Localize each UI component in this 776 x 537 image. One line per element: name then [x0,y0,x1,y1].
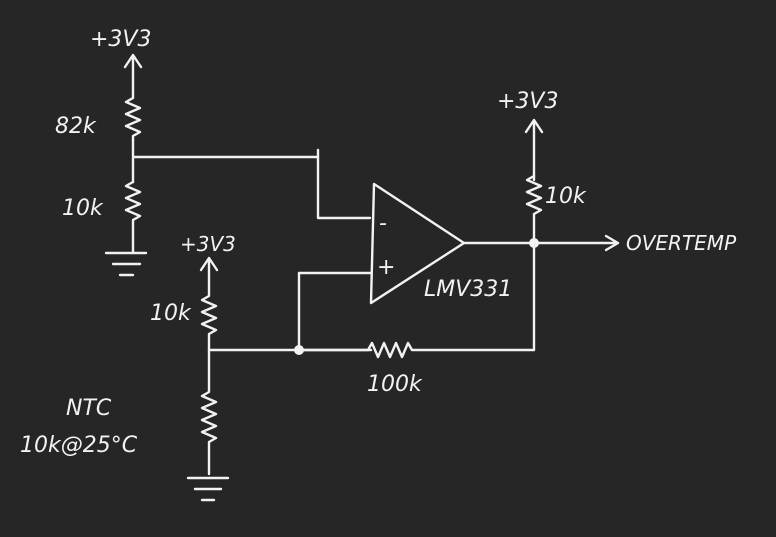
thermistor-ntc [200,348,218,476]
opamp-inverting-sign: - [379,211,387,236]
opamp-noninverting-sign: + [377,255,395,280]
supply-label-ntc: +3V3 [180,232,236,256]
supply-arrow-output [524,118,544,182]
resistor-82k-label: 82k [55,114,97,139]
output-arrow [600,234,620,252]
resistor-10k-ntc-pullup-label: 10k [150,301,192,326]
ntc-node-wires [207,271,373,352]
resistor-82k [124,78,142,142]
resistor-100k-hysteresis [297,341,536,359]
resistor-10k-output-pullup [525,174,543,245]
divider-midpoint-wire [131,138,372,220]
resistor-10k-divider-label: 10k [62,196,104,221]
supply-arrow-ntc [199,256,219,282]
output-net-label: OVERTEMP [626,231,737,255]
supply-label-output: +3V3 [497,89,558,114]
resistor-100k-label: 100k [367,372,423,397]
supply-label-left: +3V3 [90,27,151,52]
thermistor-rating-label: 10k@25°C [20,433,138,458]
resistor-10k-divider [124,180,142,254]
resistor-10k-ntc-pullup [200,278,218,352]
opamp-lmv331 [369,182,466,305]
ground-symbol-ntc [186,476,230,502]
resistor-10k-output-pullup-label: 10k [545,184,587,209]
supply-arrow-left [123,53,143,82]
ground-symbol-left [104,251,148,277]
opamp-part-label: LMV331 [424,277,512,302]
thermistor-type-label: NTC [66,396,112,421]
